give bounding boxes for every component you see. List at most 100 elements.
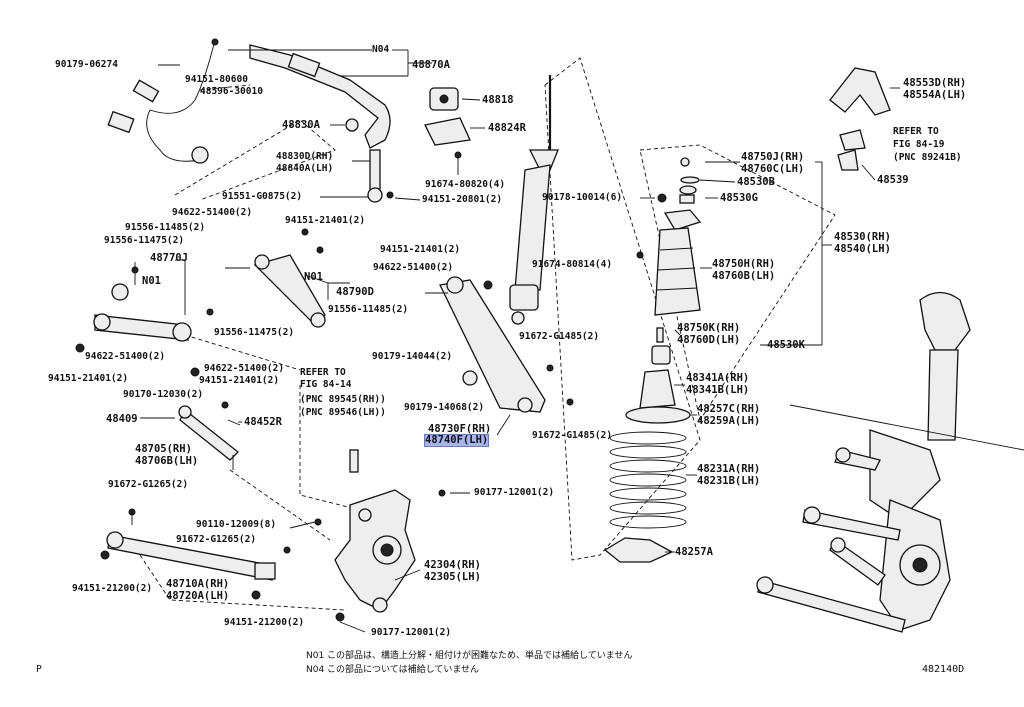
spring-seat-lower [603, 537, 674, 563]
label-48553D[interactable]: 48553D(RH) [903, 77, 967, 89]
label-48818[interactable]: 48818 [482, 94, 514, 106]
label-94151-21401-b[interactable]: 94151-21401(2) [48, 373, 129, 384]
label-90177-12001-b[interactable]: 90177-12001(2) [371, 627, 452, 638]
label-48760B[interactable]: 48760B(LH) [712, 270, 776, 282]
dust-boot [654, 227, 701, 316]
refer-fig-84-19-line1[interactable]: REFER TO [893, 126, 939, 137]
label-48554A[interactable]: 48554A(LH) [903, 89, 967, 101]
label-48750H[interactable]: 48750H(RH) [712, 258, 776, 270]
label-94622-51400-d[interactable]: 94622-51400(2) [373, 262, 454, 273]
label-90179-14068[interactable]: 90179-14068(2) [404, 402, 485, 413]
refer-fig-84-19-line2[interactable]: FIG 84-19 [893, 139, 945, 150]
label-91556-11475-a[interactable]: 91556-11475(2) [104, 235, 185, 246]
upper-group-outline [639, 144, 836, 422]
label-94151-20801[interactable]: 94151-20801(2) [422, 194, 503, 205]
label-48824R[interactable]: 48824R [488, 122, 526, 134]
strut-group-outline [544, 57, 701, 561]
label-48530G[interactable]: 48530G [720, 192, 758, 204]
label-48710A[interactable]: 48710A(RH) [166, 578, 230, 590]
label-48530[interactable]: 48530(RH) [834, 231, 891, 243]
label-48231A[interactable]: 48231A(RH) [697, 463, 761, 475]
footnote-n04: N04 この部品については補給していません [306, 665, 480, 675]
refer-fig-84-14-line2[interactable]: FIG 84-14 [300, 379, 352, 390]
label-94151-21401-c[interactable]: 94151-21401(2) [199, 375, 280, 386]
label-90179-06274[interactable]: 90179-06274 [55, 59, 118, 70]
label-48257A[interactable]: 48257A [675, 546, 713, 558]
label-48730F[interactable]: 48730F(RH) [428, 423, 492, 435]
label-91674-80820[interactable]: 91674-80820(4) [425, 179, 506, 190]
label-48770J[interactable]: 48770J [150, 252, 188, 264]
label-48452R[interactable]: 48452R [244, 416, 282, 428]
label-48530K[interactable]: 48530K [767, 339, 805, 351]
label-48539[interactable]: 48539 [877, 174, 909, 186]
refer-fig-84-14-line3[interactable]: (PNC 89545(RH)) [300, 394, 386, 405]
label-91672-G1265-a[interactable]: 91672-G1265(2) [108, 479, 189, 490]
bracket-48553D [829, 67, 891, 116]
label-91672-G1485-a[interactable]: 91672-G1485(2) [519, 331, 600, 342]
label-48870A[interactable]: 48870A [412, 59, 450, 71]
label-48530B[interactable]: 48530B [737, 176, 775, 188]
label-90177-12001-a[interactable]: 90177-12001(2) [474, 487, 555, 498]
label-94622-51400-c[interactable]: 94622-51400(2) [204, 363, 285, 374]
label-91674-80814[interactable]: 91674-80814(4) [532, 259, 613, 270]
refer-fig-84-14-line4[interactable]: (PNC 89546(LH)) [300, 407, 386, 418]
label-48750K[interactable]: 48750K(RH) [677, 322, 741, 334]
page-mark: P [36, 664, 42, 675]
label-48760C[interactable]: 48760C(LH) [741, 163, 805, 175]
label-94151-80600[interactable]: 94151-80600 [185, 74, 248, 85]
label-91556-11475-b[interactable]: 91556-11475(2) [214, 327, 295, 338]
label-48830D[interactable]: 48830D(RH) [276, 151, 334, 162]
label-48760D[interactable]: 48760D(LH) [677, 334, 741, 346]
label-n04: N04 [372, 44, 390, 55]
label-48720A[interactable]: 48720A(LH) [166, 590, 230, 602]
label-94151-21200-b[interactable]: 94151-21200(2) [224, 617, 305, 628]
label-90179-14044[interactable]: 90179-14044(2) [372, 351, 453, 362]
leader-lines [158, 49, 900, 633]
label-48740F-highlighted[interactable]: 48740F(LH) [423, 434, 490, 447]
label-90178-10014[interactable]: 90178-10014(6) [542, 192, 623, 203]
refer-fig-84-19-line3[interactable]: (PNC 89241B) [893, 152, 962, 163]
stabilizer-outline [174, 119, 336, 201]
bracket-48824R [424, 117, 471, 146]
stabilizer-wire [146, 39, 216, 162]
label-n01-a: N01 [142, 275, 161, 287]
label-48706B[interactable]: 48706B(LH) [135, 455, 199, 467]
figure-id: 482140D [922, 664, 965, 675]
label-91672-G1265-b[interactable]: 91672-G1265(2) [176, 534, 257, 545]
label-48341B[interactable]: 48341B(LH) [686, 384, 750, 396]
label-48341A[interactable]: 48341A(RH) [686, 372, 750, 384]
label-90110-12009[interactable]: 90110-12009(8) [196, 519, 277, 530]
label-94151-21401-a[interactable]: 94151-21401(2) [285, 215, 366, 226]
label-48790D[interactable]: 48790D [336, 286, 374, 298]
label-94622-51400-a[interactable]: 94622-51400(2) [172, 207, 253, 218]
refer-fig-84-14-line1[interactable]: REFER TO [300, 367, 346, 378]
label-48596-30010[interactable]: 48596-30010 [200, 86, 263, 97]
label-94622-51400-b[interactable]: 94622-51400(2) [85, 351, 166, 362]
label-48540[interactable]: 48540(LH) [834, 243, 891, 255]
label-42304[interactable]: 42304(RH) [424, 559, 481, 571]
label-94151-21401-d[interactable]: 94151-21401(2) [380, 244, 461, 255]
label-91551-G0875[interactable]: 91551-G0875(2) [222, 191, 303, 202]
label-90170-12030[interactable]: 90170-12030(2) [123, 389, 204, 400]
label-48750J[interactable]: 48750J(RH) [741, 151, 805, 163]
label-42305[interactable]: 42305(LH) [424, 571, 481, 583]
label-91556-11485-a[interactable]: 91556-11485(2) [125, 222, 206, 233]
label-48409[interactable]: 48409 [106, 413, 138, 425]
label-91556-11485-b[interactable]: 91556-11485(2) [328, 304, 409, 315]
label-48830A[interactable]: 48830A [282, 119, 320, 131]
label-91672-G1485-b[interactable]: 91672-G1485(2) [532, 430, 613, 441]
label-94151-21200-a[interactable]: 94151-21200(2) [72, 583, 153, 594]
label-48257C[interactable]: 48257C(RH) [697, 403, 761, 415]
shock-body [514, 164, 551, 291]
label-48259A[interactable]: 48259A(LH) [697, 415, 761, 427]
upper-mount [663, 209, 702, 231]
footnote-n01: N01 この部品は、構造上分解・組付けが困難なため、単品では補給していません [306, 651, 633, 661]
bump-stop [639, 369, 676, 409]
label-48840A[interactable]: 48840A(LH) [276, 163, 334, 174]
assembled-suspension [756, 291, 1024, 633]
label-48231B[interactable]: 48231B(LH) [697, 475, 761, 487]
label-n01-b: N01 [304, 271, 323, 283]
label-48705[interactable]: 48705(RH) [135, 443, 192, 455]
